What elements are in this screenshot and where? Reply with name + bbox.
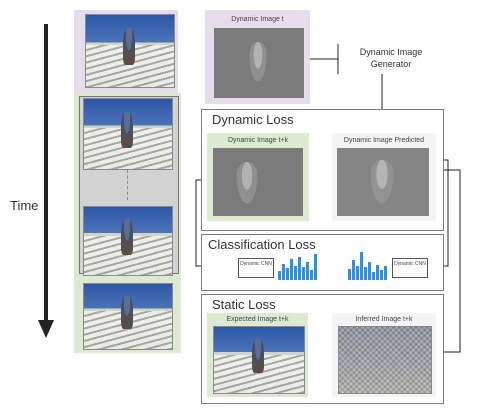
dynamic-image-predicted-figure xyxy=(369,160,395,208)
dynamic-cnn-right: Dynamic CNN xyxy=(392,258,428,278)
dynamic-image-tk-figure xyxy=(235,162,259,208)
histogram-left-bar xyxy=(302,267,305,280)
dynamic-cnn-left: Dynamic CNN xyxy=(238,258,274,278)
expected-image xyxy=(213,326,305,394)
dynamic-cnn-right-label: Dynamic CNN xyxy=(394,261,426,267)
histogram-left-bar xyxy=(290,259,293,280)
dynamic-image-predicted xyxy=(337,148,429,216)
histogram-left-bar xyxy=(278,271,281,280)
video-frame-4 xyxy=(83,283,173,350)
histogram-right-bar xyxy=(348,269,351,280)
frame-ellipsis xyxy=(127,170,128,200)
histogram-right-bar xyxy=(376,265,379,280)
histogram-right-bar xyxy=(372,272,375,280)
dynamic-image-t-figure xyxy=(248,42,268,86)
time-arrow-svg xyxy=(38,24,54,338)
dynamic-image-tk xyxy=(213,148,303,216)
histogram-left-bar xyxy=(286,268,289,280)
histogram-left-bar xyxy=(282,264,285,280)
dynamic-image-t-caption: Dynamic Image t xyxy=(231,16,284,23)
time-label: Time xyxy=(10,198,39,213)
video-frame-1 xyxy=(85,14,175,88)
histogram-right-bar xyxy=(384,266,387,280)
histogram-right xyxy=(348,252,388,280)
histogram-right-bar xyxy=(368,262,371,280)
classification-loss-title: Classification Loss xyxy=(208,237,316,252)
histogram-right-bar xyxy=(356,266,359,280)
histogram-left-bar xyxy=(294,266,297,280)
histogram-right-bar xyxy=(364,267,367,280)
histogram-left xyxy=(278,254,320,280)
histogram-left-bar xyxy=(314,254,317,280)
arrow-pred-to-inferred xyxy=(435,169,461,355)
expected-image-caption: Expected Image t+k xyxy=(226,316,289,323)
dynamic-image-t xyxy=(214,28,304,98)
static-loss-title: Static Loss xyxy=(212,297,276,312)
dynamic-image-predicted-caption: Dynamic Image Predicted xyxy=(343,137,425,144)
histogram-right-bar xyxy=(352,260,355,280)
dynamic-cnn-left-label: Dynamic CNN xyxy=(240,261,272,267)
histogram-left-bar xyxy=(306,262,309,280)
histogram-right-bar xyxy=(360,252,363,280)
dynamic-image-tk-caption: Dynamic Image t+k xyxy=(227,137,289,144)
video-frame-3 xyxy=(83,206,173,276)
generator-label: Dynamic Image Generator xyxy=(359,47,423,69)
inferred-image-caption: Inferred Image t+k xyxy=(355,316,413,323)
inferred-image xyxy=(338,326,432,394)
histogram-left-bar xyxy=(310,270,313,280)
histogram-right-bar xyxy=(380,270,383,280)
time-arrow-head xyxy=(38,320,54,338)
video-frame-2 xyxy=(83,98,173,170)
histogram-left-bar xyxy=(298,257,301,280)
dynamic-loss-title: Dynamic Loss xyxy=(212,112,294,127)
